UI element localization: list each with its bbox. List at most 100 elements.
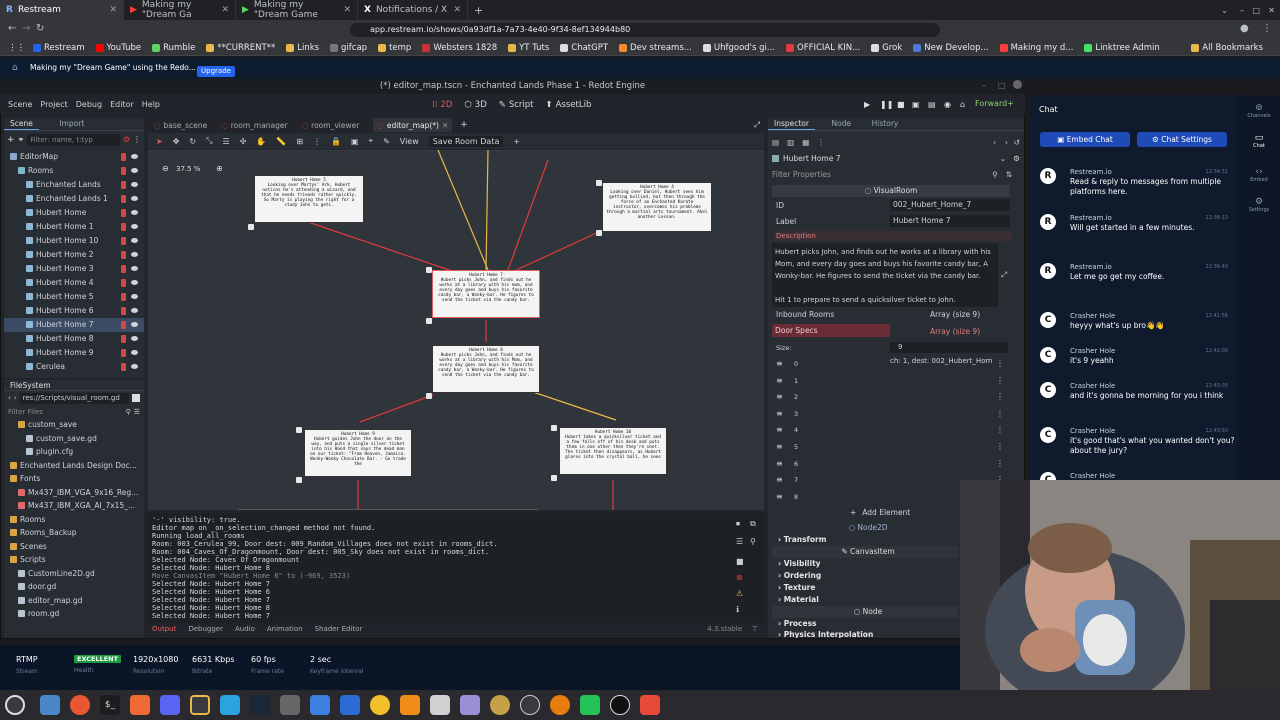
bookmark-grok[interactable]: Grok xyxy=(871,43,902,53)
drag-handle-icon[interactable]: ≡ xyxy=(776,491,783,501)
bookmark-uhfgood[interactable]: Uhfgood's gi... xyxy=(702,43,775,53)
visibility-eye-icon[interactable] xyxy=(131,168,138,173)
tab-import[interactable]: Import xyxy=(59,119,85,128)
door-pin[interactable] xyxy=(426,267,432,273)
drag-handle-icon[interactable]: ≡ xyxy=(776,375,783,385)
menu-scene[interactable]: Scene xyxy=(8,100,33,109)
scene-tree-item[interactable]: Hubert Home 8 xyxy=(4,332,144,346)
scene-tree-item[interactable]: Hubert Home 7 xyxy=(4,318,144,332)
object-history-icon[interactable]: ↺ xyxy=(1013,137,1020,147)
size-input[interactable]: 9 xyxy=(890,342,1008,353)
filesystem-item[interactable]: editor_map.gd xyxy=(4,594,144,608)
play-scene-icon[interactable]: ▣ xyxy=(912,100,920,109)
bookmark-dev-streams[interactable]: Dev streams... xyxy=(619,43,692,53)
mail-icon[interactable] xyxy=(430,695,450,715)
close-tab-icon[interactable]: ✕ xyxy=(453,5,461,15)
editor-tab-base-scene[interactable]: ◌base_scene xyxy=(154,121,207,130)
array-element-row[interactable]: ≡3⋮ xyxy=(772,406,1010,423)
class-header-node2d[interactable]: ○ Node2D xyxy=(848,523,888,532)
door-pin[interactable] xyxy=(296,477,302,483)
visibility-eye-icon[interactable] xyxy=(131,322,138,327)
back-icon[interactable]: ← xyxy=(8,23,17,34)
window-close-icon[interactable]: ✕ xyxy=(1268,5,1275,15)
workspace-assetlib[interactable]: ⬆AssetLib xyxy=(546,100,592,110)
workspace-script[interactable]: ✎Script xyxy=(499,100,534,110)
view-menu[interactable]: View xyxy=(399,136,419,146)
description-textarea[interactable]: Hubert picks John, and finds out he work… xyxy=(772,243,998,307)
element-menu-icon[interactable]: ⋮ xyxy=(996,392,1004,402)
visibility-eye-icon[interactable] xyxy=(131,210,138,215)
load-resource-icon[interactable]: ▥ xyxy=(787,137,795,147)
filesystem-item[interactable]: Rooms xyxy=(4,513,144,527)
maximize-icon[interactable]: □ xyxy=(1252,5,1260,15)
element-menu-icon[interactable]: ⋮ xyxy=(996,458,1004,468)
script-icon[interactable] xyxy=(121,293,126,301)
bookmark-gifcap[interactable]: gifcap xyxy=(330,43,367,53)
url-input[interactable]: app.restream.io/shows/0a93df1a-7a73-4e40… xyxy=(350,23,940,37)
more-icon[interactable]: ⋮ xyxy=(133,135,141,144)
github-icon[interactable] xyxy=(610,695,630,715)
element-menu-icon[interactable]: ⋮ xyxy=(996,359,1004,368)
forward-icon[interactable]: › xyxy=(13,394,17,402)
filesystem-item[interactable]: custom_save xyxy=(4,418,144,432)
section-material[interactable]: › Material xyxy=(778,595,819,604)
array-element-row[interactable]: ≡2⋮ xyxy=(772,389,1010,406)
visibility-eye-icon[interactable] xyxy=(131,350,138,355)
steam-icon[interactable] xyxy=(250,695,270,715)
visibility-eye-icon[interactable] xyxy=(131,196,138,201)
group-icon[interactable]: ▣ xyxy=(351,136,359,146)
reload-icon[interactable]: ↻ xyxy=(36,23,45,34)
search-icon[interactable]: ⚲ xyxy=(125,407,131,416)
add-element-button[interactable]: +Add Element xyxy=(850,508,910,517)
side-embed[interactable]: ‹›Embed xyxy=(1238,167,1280,183)
menu-help[interactable]: Help xyxy=(141,100,161,109)
array-element-row[interactable]: ≡6⋮ xyxy=(772,456,1010,473)
close-tab-icon[interactable]: ✕ xyxy=(221,5,229,15)
tab-inspector[interactable]: Inspector xyxy=(768,118,815,130)
door-pin[interactable] xyxy=(551,425,557,431)
drag-handle-icon[interactable]: ≡ xyxy=(776,408,783,418)
tab-node[interactable]: Node xyxy=(831,119,852,128)
play-icon[interactable]: ▶ xyxy=(864,100,871,109)
filesystem-item[interactable]: Fonts xyxy=(4,472,144,486)
editor-tab-room-manager[interactable]: ◌room_manager xyxy=(221,121,287,130)
array-element-row[interactable]: ≡7⋮ xyxy=(772,472,1010,489)
search-icon[interactable]: ⚲ xyxy=(992,169,998,179)
scene-tree-item[interactable]: Cerulea xyxy=(4,360,144,374)
filesystem-item[interactable]: door.gd xyxy=(4,580,144,594)
element-menu-icon[interactable]: ⋮ xyxy=(996,408,1004,418)
resource-options-icon[interactable]: ⋮ xyxy=(817,137,825,147)
script-icon[interactable] xyxy=(121,237,126,245)
scene-tree-item[interactable]: Hubert Home 6 xyxy=(4,304,144,318)
zoom-in-icon[interactable]: ⊕ xyxy=(216,164,223,173)
blender-icon[interactable] xyxy=(550,695,570,715)
element-menu-icon[interactable]: ⋮ xyxy=(996,441,1004,451)
bookmark-youtube[interactable]: YouTube xyxy=(95,43,141,53)
bookmark-temp[interactable]: temp xyxy=(378,43,411,53)
scene-tree-item[interactable]: Hubert Home 3 xyxy=(4,262,144,276)
plus-icon[interactable]: + xyxy=(513,136,521,146)
filesystem-item[interactable]: Mx437_IBM_VGA_9x16_Reg... xyxy=(4,486,144,500)
section-transform[interactable]: › Transform xyxy=(778,535,827,544)
script-icon[interactable] xyxy=(121,181,126,189)
media-icon[interactable] xyxy=(400,695,420,715)
door-pin[interactable] xyxy=(596,180,602,186)
tab-history[interactable]: History xyxy=(871,119,899,128)
tab-output[interactable]: Output xyxy=(152,625,177,633)
tab-audio[interactable]: Audio xyxy=(234,625,255,633)
godot-maximize-icon[interactable]: □ xyxy=(998,81,1006,90)
scene-tree-item[interactable]: EditorMap xyxy=(4,150,144,164)
visibility-eye-icon[interactable] xyxy=(131,154,138,159)
terminal-icon[interactable]: $_ xyxy=(100,695,120,715)
save-resource-icon[interactable]: ▦ xyxy=(802,137,810,147)
element-0-value[interactable]: ch: 1, dest: 002_Hubert_Hom xyxy=(890,357,993,365)
filesystem-item[interactable]: Enchanted Lands Design Doc... xyxy=(4,459,144,473)
filesystem-filter-input[interactable]: Filter Files xyxy=(8,407,43,416)
visibility-eye-icon[interactable] xyxy=(131,308,138,313)
tab-scene[interactable]: Scene xyxy=(4,118,39,130)
browser-tab-making[interactable]: ▶ Making my "Dream Ga ✕ xyxy=(124,0,236,20)
bookmark-linktree[interactable]: Linktree Admin xyxy=(1084,43,1160,53)
close-icon[interactable]: ✕ xyxy=(441,120,449,130)
firefox-icon[interactable] xyxy=(70,695,90,715)
